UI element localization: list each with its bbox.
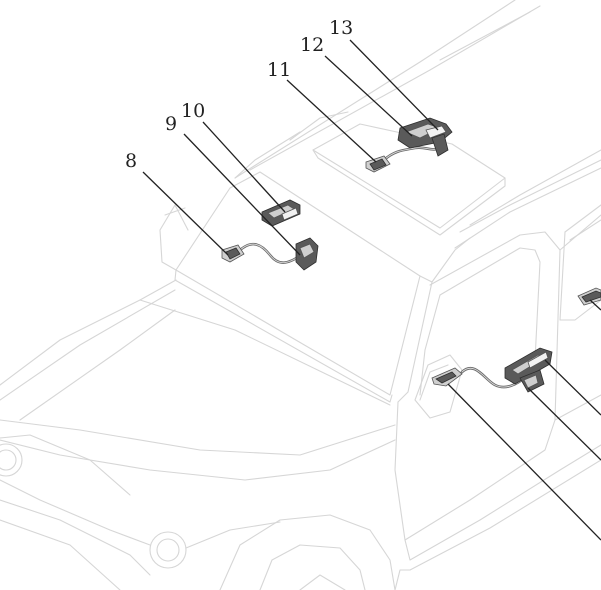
leader-door-2 (527, 387, 601, 461)
leader-8 (142, 171, 229, 256)
leader-lines (142, 39, 601, 541)
leader-9 (183, 133, 301, 256)
leader-door-1 (447, 383, 601, 541)
callout-11: 11 (267, 59, 291, 81)
part-assembly-front (221, 199, 319, 271)
part-assembly-roof (365, 117, 453, 173)
leader-rear (589, 299, 601, 311)
leader-11 (286, 79, 377, 163)
part-assembly-door (431, 347, 553, 393)
part-rear-door (577, 287, 601, 306)
callout-12: 12 (300, 34, 324, 56)
callout-labels: 8 9 10 11 12 13 (125, 17, 353, 172)
leader-13 (349, 39, 439, 131)
callout-9: 9 (165, 113, 177, 135)
leader-10 (202, 121, 286, 213)
leader-12 (324, 55, 413, 137)
leader-door-3 (544, 359, 601, 416)
callout-10: 10 (181, 100, 205, 122)
callout-13: 13 (329, 17, 353, 39)
callout-8: 8 (125, 150, 137, 172)
